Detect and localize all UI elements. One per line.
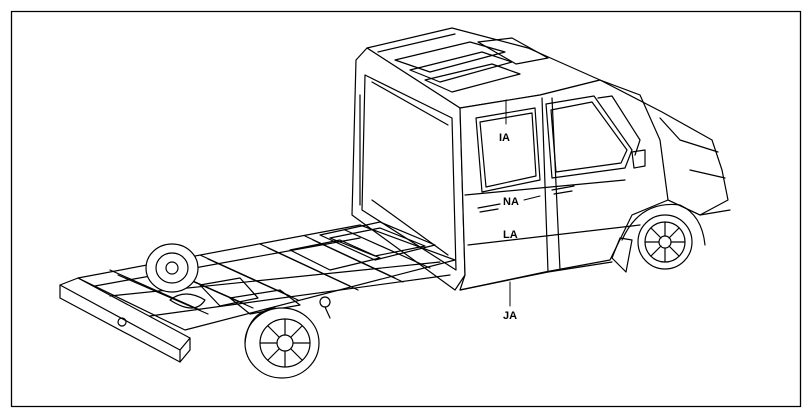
- label-ia: IA: [499, 132, 510, 144]
- leader-lines: [505, 99, 541, 307]
- cab: [351, 27, 731, 291]
- diagram-border: [10, 10, 802, 408]
- label-na: NA: [503, 196, 519, 208]
- chassis-frame: [59, 221, 456, 379]
- label-ja: JA: [503, 310, 517, 322]
- label-la: LA: [503, 229, 518, 241]
- leader-na: [523, 195, 541, 201]
